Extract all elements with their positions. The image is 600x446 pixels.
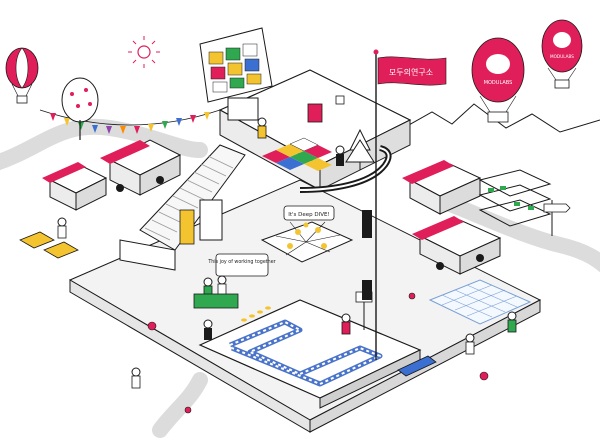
hot-air-balloon-icon: MODULABS — [471, 37, 525, 123]
person-icon — [341, 313, 351, 335]
person-icon — [507, 311, 517, 333]
hot-air-balloon-icon: MODULABS — [541, 19, 583, 89]
cushions — [19, 231, 79, 259]
locker — [199, 199, 223, 241]
flag-text: 모두의연구소 — [389, 67, 433, 77]
staircase — [119, 144, 246, 271]
idea-burst — [260, 221, 354, 263]
video-wall — [199, 27, 273, 103]
signboard — [362, 280, 372, 300]
speech-bubble-center: It's Deep DIVE! — [283, 205, 335, 221]
truck-icon — [100, 139, 182, 196]
poster — [307, 103, 323, 123]
sun-icon — [128, 36, 160, 68]
tree-icon — [61, 77, 99, 140]
person-icon — [217, 275, 227, 297]
flag-icon: 모두의연구소 — [373, 49, 447, 360]
person-icon — [203, 319, 213, 340]
grid-mat — [428, 279, 532, 325]
hot-air-balloon-icon — [5, 47, 39, 104]
truck-icon — [412, 216, 502, 275]
balloon-2-label: MODULABS — [484, 80, 513, 86]
ramp — [397, 355, 437, 377]
winding-path-bottom — [152, 372, 208, 438]
door — [362, 210, 372, 238]
shelving — [478, 169, 552, 227]
person-icon — [335, 145, 345, 166]
picture-frame — [335, 95, 345, 105]
blue-track — [229, 319, 383, 387]
speech-bubble-left: This joy of working together — [207, 253, 276, 277]
truck-icon — [42, 162, 108, 211]
speech-left-text: This joy of working together — [207, 259, 275, 265]
balloon-3-label: MODULABS — [550, 54, 574, 59]
person-icon — [465, 333, 475, 355]
bunting — [39, 109, 221, 134]
arena-platform — [198, 299, 422, 409]
person-icon — [203, 277, 213, 299]
colored-tiles — [262, 137, 332, 171]
person-icon — [257, 117, 267, 139]
monitor-panel — [227, 97, 259, 121]
person-icon — [131, 367, 141, 389]
pine-tree-icon — [345, 128, 375, 170]
person-icon — [57, 217, 67, 239]
ball-icon — [147, 292, 489, 414]
footprints — [241, 306, 271, 322]
truck-icon — [402, 160, 482, 215]
yellow-block — [179, 209, 195, 245]
speech-center-text: It's Deep DIVE! — [288, 212, 329, 218]
green-banner — [193, 293, 239, 309]
winding-path-right — [432, 192, 600, 273]
signpost — [543, 200, 571, 236]
svg-text:This joy of working together: This joy of working together — [207, 259, 275, 265]
